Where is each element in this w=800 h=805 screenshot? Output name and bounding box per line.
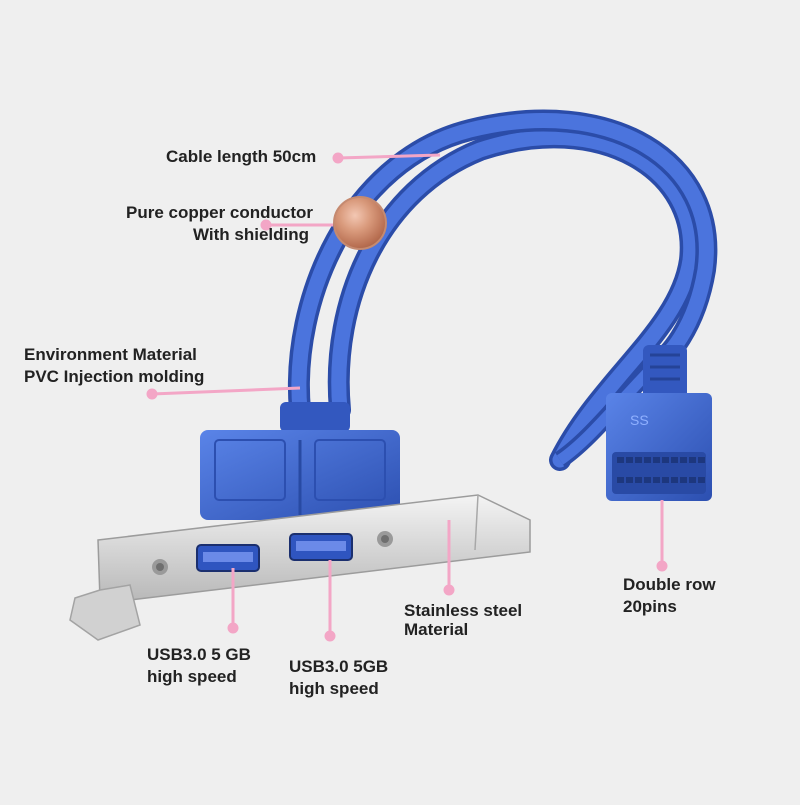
steel-label: Stainless steel Material	[404, 601, 523, 639]
cable-length-label: Cable length 50cm	[166, 147, 317, 166]
port1-label: USB3.0 5 GB high speed	[147, 645, 251, 686]
conductor-label: Pure copper conductor With shielding	[126, 203, 314, 244]
pointer-lines	[146, 152, 668, 642]
material-label: Environment Material PVC Injection moldi…	[24, 345, 205, 386]
copper-conductor-closeup	[333, 196, 387, 250]
svg-text:SS: SS	[630, 412, 649, 428]
port2-label: USB3.0 5GB high speed	[289, 657, 389, 698]
port-housing	[200, 402, 400, 520]
pins-label: Double row 20pins	[623, 575, 716, 616]
header-connector-20pin: SS	[606, 345, 712, 501]
steel-bracket	[69, 494, 531, 641]
